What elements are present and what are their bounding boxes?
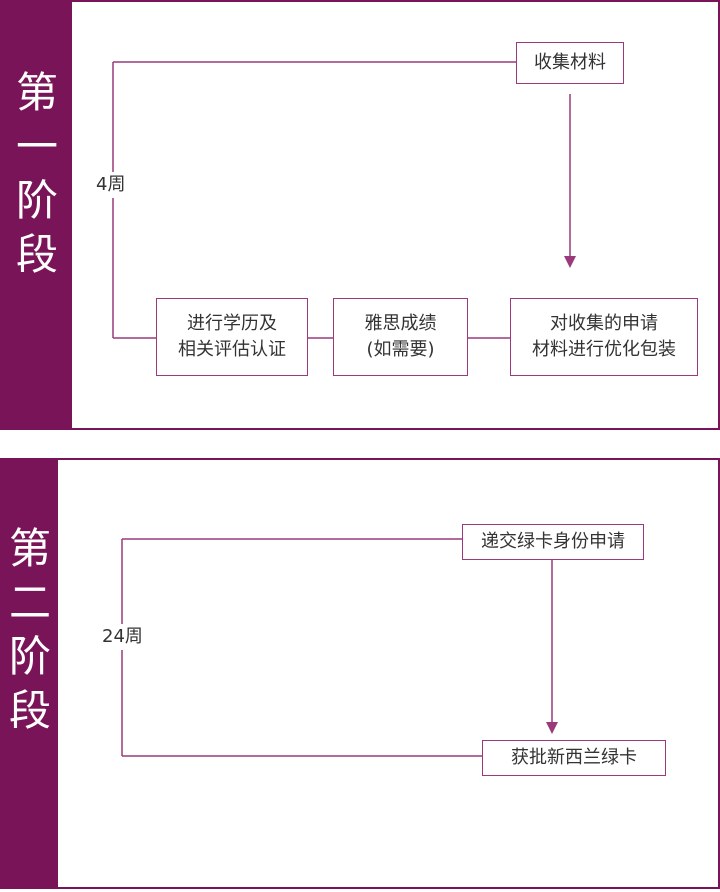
stage-2-title-char: 段 bbox=[8, 686, 51, 735]
stage-2-title-char: 二 bbox=[8, 578, 51, 627]
assessment-box: 进行学历及 相关评估认证 bbox=[156, 298, 308, 376]
submit-application-box: 递交绿卡身份申请 bbox=[462, 524, 644, 560]
stage-1-title: 第 一 阶 段 bbox=[2, 66, 72, 282]
assessment-label-line2: 相关评估认证 bbox=[178, 339, 286, 360]
stage-1-title-char: 第 bbox=[15, 68, 58, 117]
stage-2-panel: 第 二 阶 段 24周 递交绿卡身份申请 获批新西兰绿卡 bbox=[0, 458, 720, 889]
stage-2-title: 第 二 阶 段 bbox=[2, 522, 58, 738]
stage-1-title-char: 阶 bbox=[15, 176, 58, 225]
collect-materials-box: 收集材料 bbox=[516, 42, 624, 84]
stage-1-title-char: 段 bbox=[15, 230, 58, 279]
approval-label: 获批新西兰绿卡 bbox=[511, 747, 637, 768]
stage-1-sidebar: 第 一 阶 段 bbox=[2, 2, 72, 428]
stage-2-title-char: 阶 bbox=[8, 632, 51, 681]
optimize-label-line1: 对收集的申请 bbox=[550, 313, 658, 334]
stage-1-title-char: 一 bbox=[15, 122, 58, 171]
stage-1-connectors bbox=[112, 61, 576, 339]
ielts-label-line2: (如需要) bbox=[366, 339, 435, 360]
submit-application-label: 递交绿卡身份申请 bbox=[481, 531, 625, 552]
assessment-label-line1: 进行学历及 bbox=[187, 313, 277, 334]
stage-2-sidebar: 第 二 阶 段 bbox=[2, 460, 58, 887]
approval-box: 获批新西兰绿卡 bbox=[482, 740, 666, 776]
optimize-label-line2: 材料进行优化包装 bbox=[532, 339, 676, 360]
stage-2-title-char: 第 bbox=[8, 524, 51, 573]
ielts-label-line1: 雅思成绩 bbox=[364, 313, 437, 334]
stage-2-duration: 24周 bbox=[102, 624, 143, 650]
optimize-materials-box: 对收集的申请 材料进行优化包装 bbox=[510, 298, 698, 376]
collect-materials-label: 收集材料 bbox=[534, 52, 606, 73]
stage-1-duration: 4周 bbox=[96, 172, 126, 198]
ielts-box: 雅思成绩 (如需要) bbox=[333, 298, 468, 376]
stage-1-panel: 第 一 阶 段 4周 收集材料 进行学历及 相关评估认证 雅思成绩 (如需要 bbox=[0, 0, 720, 430]
